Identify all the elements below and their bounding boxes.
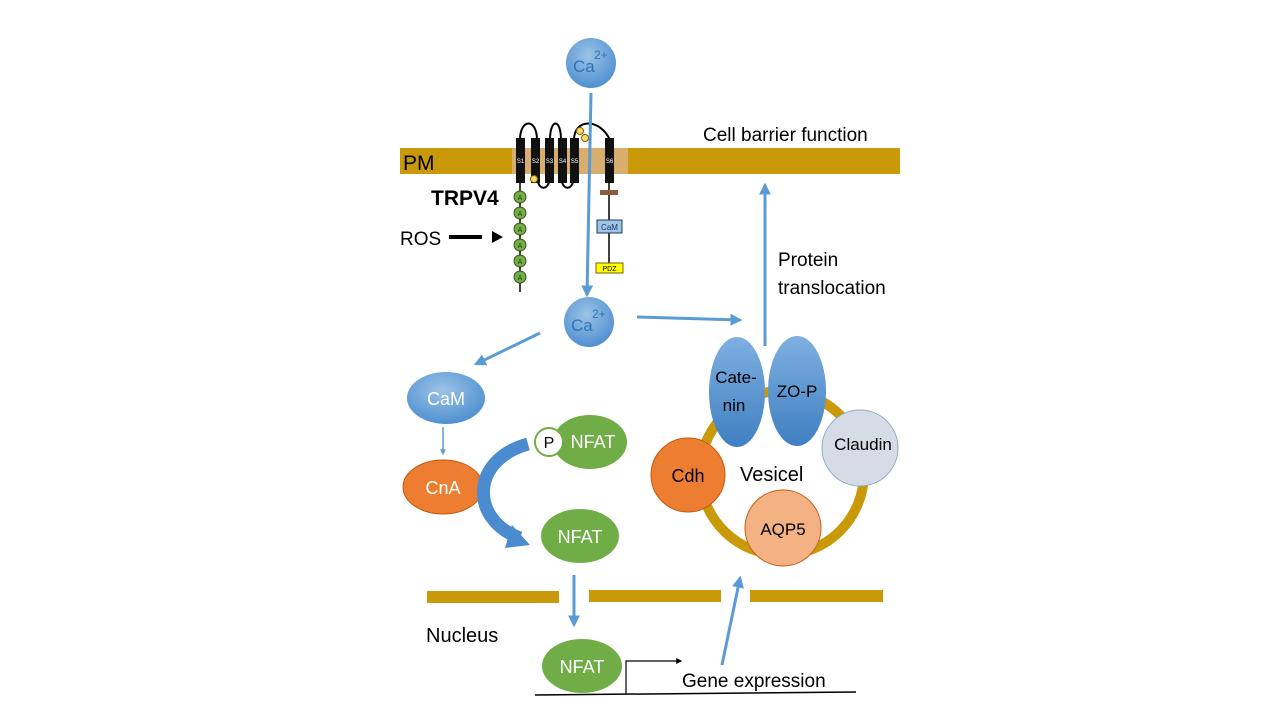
nuclear-envelope: [427, 590, 883, 603]
ca-ion-extracellular: [566, 38, 616, 88]
catenin-node: [709, 337, 765, 447]
dephosphorylation-arrow: [477, 437, 530, 545]
protein-translocation-line2: translocation: [778, 278, 886, 299]
nfat-phos-label: NFAT: [571, 432, 616, 452]
ankyrin-repeat-6: [513, 270, 527, 284]
nfat-nuclear-node: [542, 639, 622, 693]
ankyrin-mark-4: A: [518, 243, 523, 250]
protein-translocation-line1: Protein: [778, 250, 838, 271]
aqp5-label: AQP5: [760, 520, 805, 539]
segment-s4-label: S4: [559, 159, 567, 165]
pm-label: PM: [403, 152, 435, 175]
cam-binding-box: [596, 219, 623, 234]
phosphate-label: P: [544, 435, 555, 452]
cell-barrier-label: Cell barrier function: [703, 125, 868, 146]
trpv4-label: TRPV4: [431, 187, 499, 210]
ca-top-charge: 2+: [594, 48, 608, 62]
cdh-node: [650, 437, 726, 513]
claudin-label: Claudin: [834, 435, 892, 454]
nfat-nuclear-label: NFAT: [560, 657, 605, 677]
dephosphorylation-arrowhead: [505, 525, 530, 548]
plasma-membrane: [400, 148, 900, 174]
ca-to-cam-arrow: [473, 331, 541, 366]
segment-labels: S1 S2 S3 S4 S5 S6: [517, 159, 614, 165]
ros-arrowhead: [492, 231, 503, 243]
cam-node: [407, 372, 485, 424]
ca-ion-intracellular: [564, 297, 614, 347]
nucleus-label: Nucleus: [426, 625, 498, 647]
ankyrin-mark-5: A: [518, 259, 523, 266]
cam-box-label: CaM: [601, 223, 618, 232]
catenin-label-line1: Cate-: [715, 368, 757, 387]
nfat-active-label: NFAT: [558, 527, 603, 547]
segment-s1-label: S1: [517, 159, 525, 165]
catenin-label-line2: nin: [723, 396, 746, 415]
nfat-active-node: [541, 509, 619, 563]
pdz-box-label: PDZ: [603, 266, 618, 273]
ca-mid-charge: 2+: [592, 307, 606, 321]
segment-s5-label: S5: [571, 159, 579, 165]
promoter-arrow: [625, 658, 683, 694]
ca-influx-arrow: [581, 92, 594, 298]
ankyrin-mark-6: A: [518, 275, 523, 282]
cna-label: CnA: [425, 478, 460, 498]
dna-line: [534, 691, 857, 696]
cam-label: CaM: [427, 389, 465, 409]
gene-expression-label: Gene expression: [682, 671, 826, 692]
ankyrin-mark-2: A: [518, 211, 523, 218]
ankyrin-repeat-4: [513, 238, 527, 252]
ca-top-base: Ca: [573, 57, 595, 76]
ankyrin-repeat-1: [513, 190, 527, 204]
ankyrin-mark-3: A: [518, 227, 523, 234]
ros-label: ROS: [400, 229, 441, 250]
zop-node: [768, 336, 826, 446]
vesicle-label: Vesicel: [740, 464, 803, 486]
nfat-phosphorylated-node: [553, 415, 627, 469]
ankyrin-repeats: A A A A A A: [513, 190, 527, 284]
expression-to-vesicle-arrow: [720, 575, 744, 666]
zop-label: ZO-P: [777, 382, 818, 401]
ca-to-vesicle-arrow: [636, 313, 743, 326]
segment-s2-label: S2: [532, 159, 540, 165]
pdz-box: [595, 262, 624, 274]
segment-s3-label: S3: [546, 159, 554, 165]
phosphate-node: [534, 427, 564, 457]
ca-mid-base: Ca: [571, 316, 593, 335]
claudin-node: [821, 409, 899, 487]
ankyrin-repeat-5: [513, 254, 527, 268]
segment-s6-label: S6: [606, 159, 614, 165]
ankyrin-repeat-3: [513, 222, 527, 236]
cdh-label: Cdh: [671, 466, 704, 486]
ankyrin-mark-1: A: [518, 195, 523, 202]
aqp5-node: [744, 489, 822, 567]
ankyrin-repeat-2: [513, 206, 527, 220]
trpv4-channel: [516, 122, 618, 292]
